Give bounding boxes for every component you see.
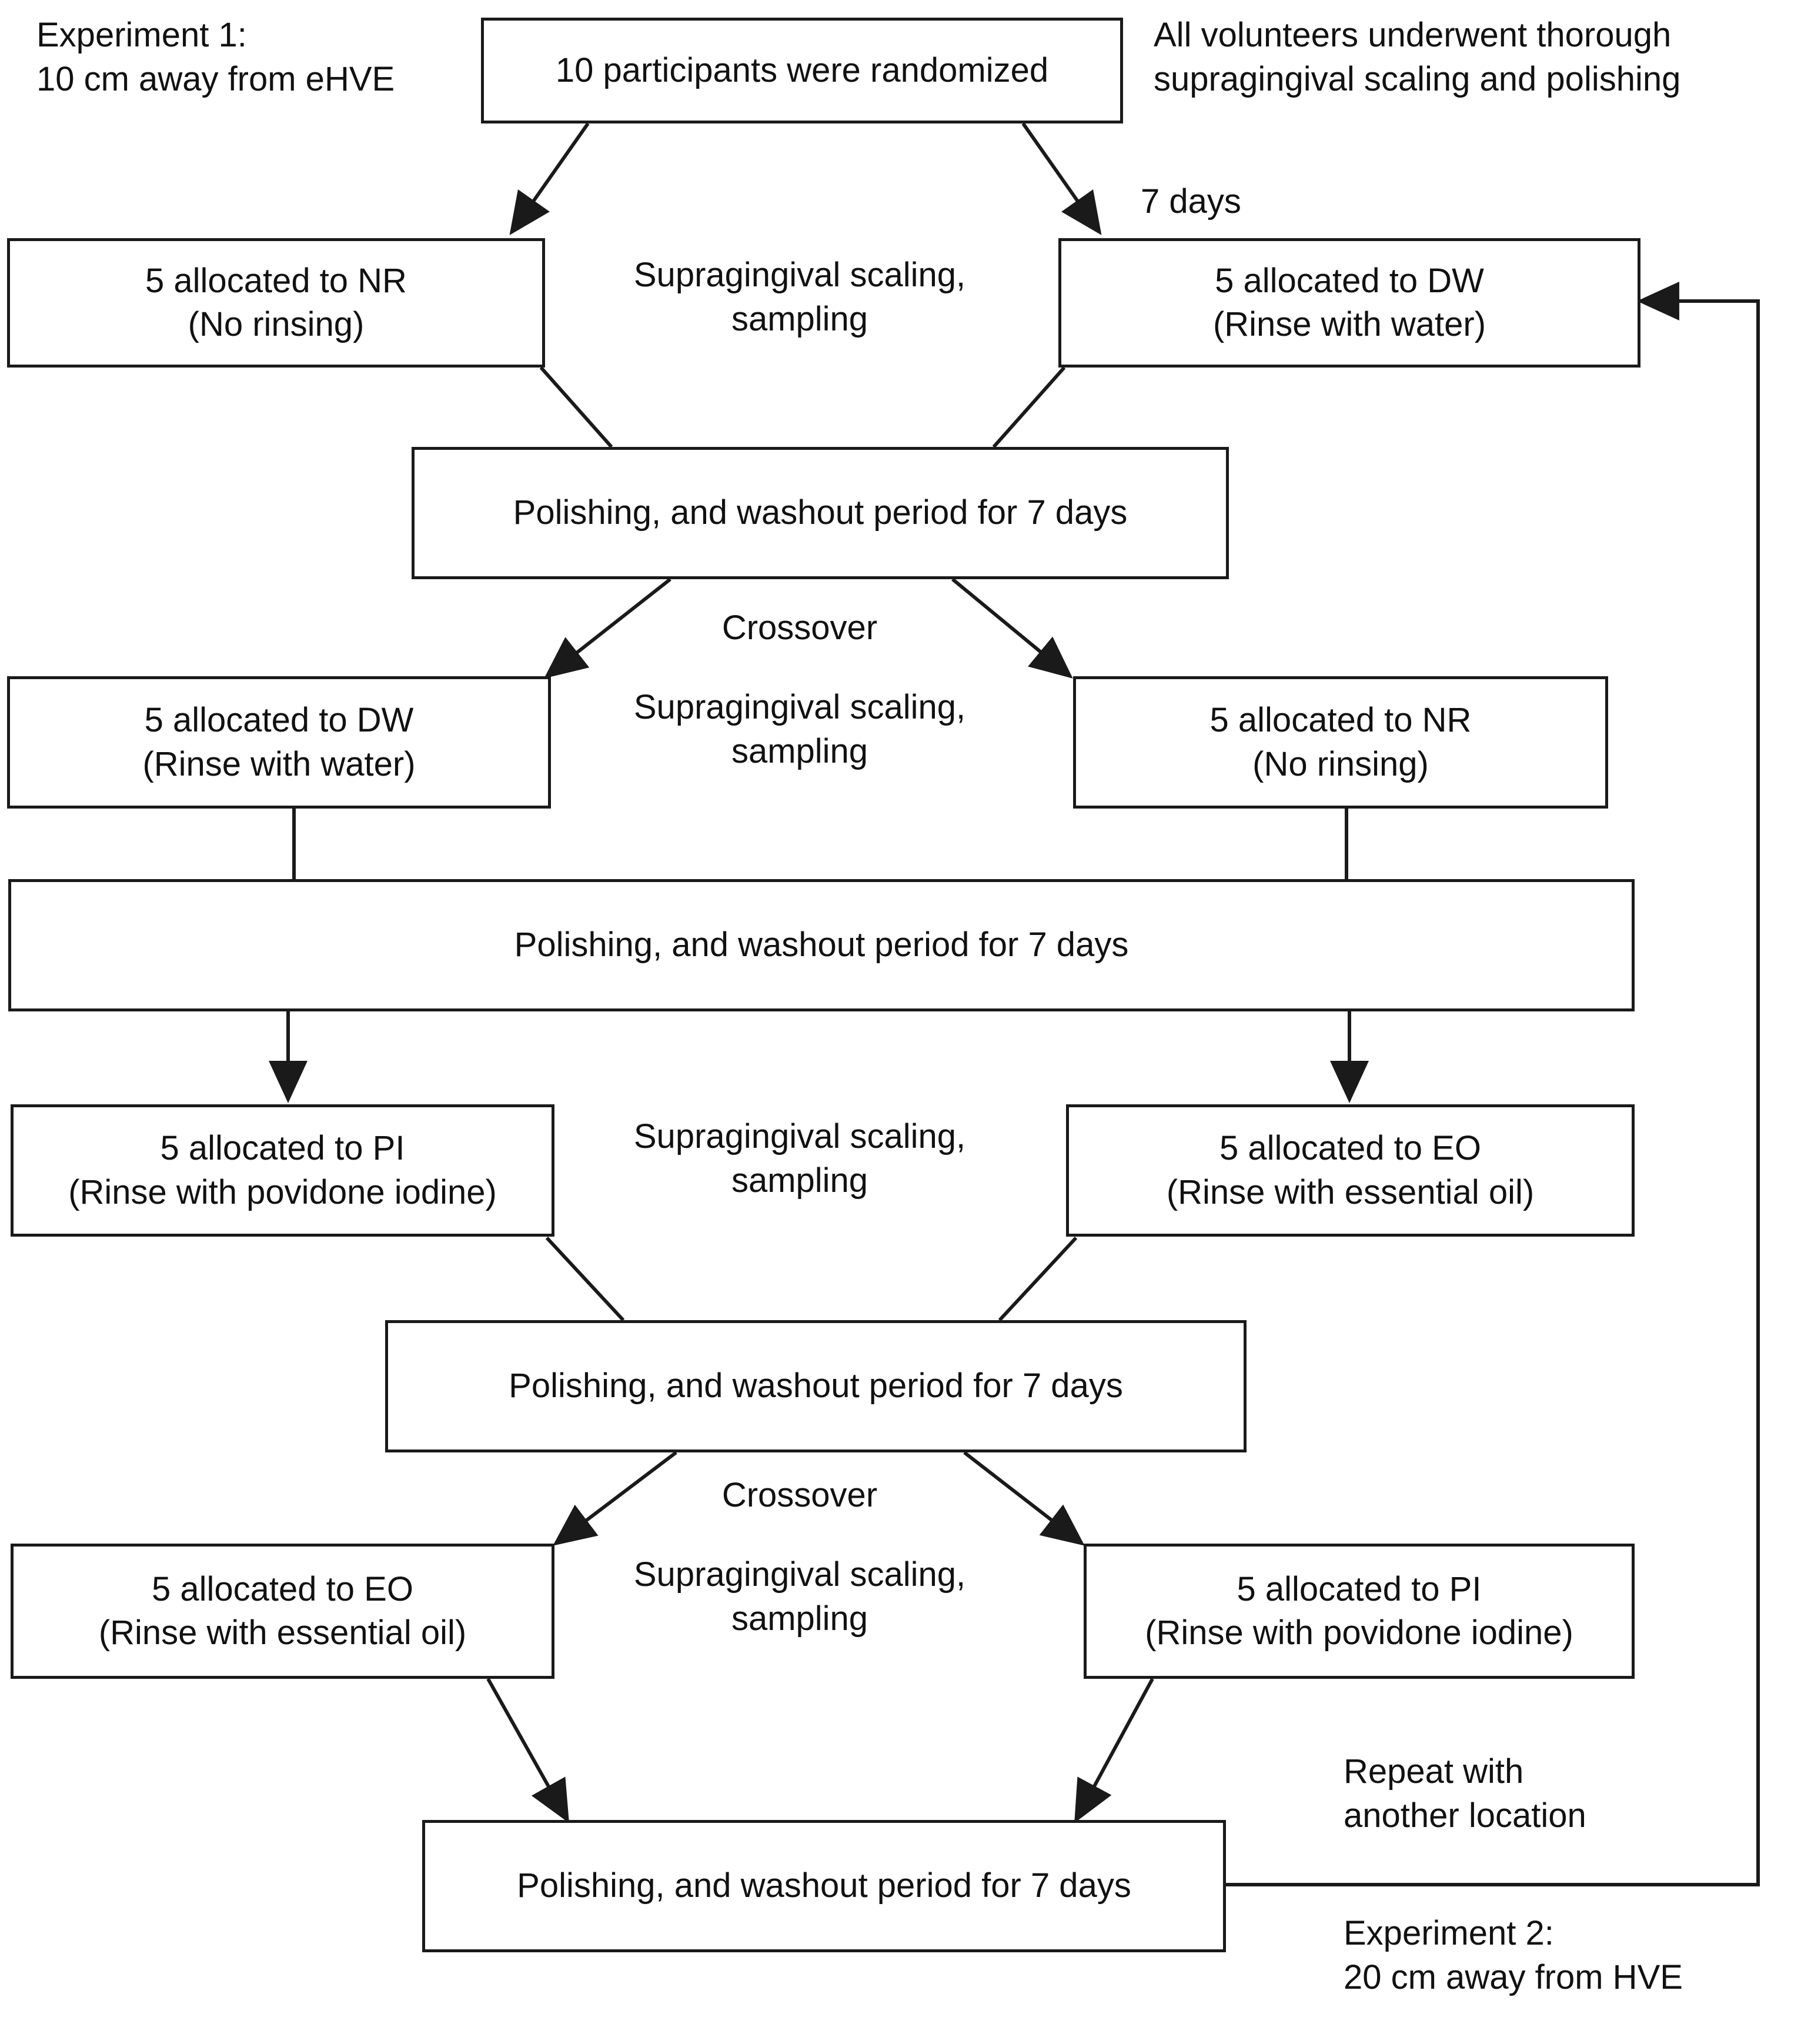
node-dw-top-line-2: (Rinse with water) (1212, 305, 1486, 343)
edge-eo-to-washout3 (998, 1236, 1078, 1322)
label-crossover-2: Crossover (721, 1476, 878, 1514)
label-repeat-note: Repeat with another location (1344, 1752, 1586, 1835)
edge-randomized-to-dw (1021, 122, 1102, 235)
node-washout-3-line-1: Polishing, and washout period for 7 days (509, 1367, 1123, 1405)
node-washout-1: Polishing, and washout period for 7 days (412, 447, 1229, 579)
node-dw-top-line-1: 5 allocated to DW (1215, 261, 1484, 300)
node-eo-bottom-line-2: (Rinse with essential oil) (98, 1614, 467, 1652)
node-pi-mid-line-2: (Rinse with povidone iodine) (68, 1173, 497, 1211)
node-washout-4: Polishing, and washout period for 7 days (422, 1820, 1226, 1952)
edge-pi-to-washout3 (545, 1236, 625, 1322)
node-nr-mid-line-1: 5 allocated to NR (1209, 701, 1472, 740)
edge-pibot-to-washout4 (1074, 1678, 1154, 1823)
node-randomized: 10 participants were randomized (481, 18, 1123, 123)
node-nr-mid: 5 allocated to NR (No rinsing) (1073, 676, 1608, 809)
node-eo-bottom-line-1: 5 allocated to EO (152, 1569, 413, 1608)
edge-nr-to-washout1 (539, 366, 613, 448)
node-nr-mid-line-2: (No rinsing) (1252, 744, 1429, 783)
node-nr-top: 5 allocated to NR (No rinsing) (7, 238, 545, 368)
node-washout-2-line-1: Polishing, and washout period for 7 days (514, 926, 1129, 964)
node-washout-2: Polishing, and washout period for 7 days (8, 879, 1635, 1011)
label-scaling-sampling-2: Supragingival scaling, sampling (633, 688, 966, 771)
node-eo-bottom: 5 allocated to EO (Rinse with essential … (11, 1544, 554, 1679)
edge-feedback-loop (1226, 282, 1760, 1886)
node-pi-bottom-line-2: (Rinse with povidone iodine) (1145, 1614, 1573, 1652)
edge-washout1-to-nrmid (951, 577, 1073, 679)
edge-washout3-to-pibot (963, 1451, 1085, 1546)
edge-randomized-to-nr (509, 122, 590, 235)
node-pi-mid: 5 allocated to PI (Rinse with povidone i… (11, 1104, 554, 1237)
node-washout-3: Polishing, and washout period for 7 days (385, 1320, 1247, 1452)
edge-washout3-to-eobot (553, 1451, 677, 1546)
node-randomized-line-1: 10 participants were randomized (555, 51, 1049, 89)
node-washout-4-line-1: Polishing, and washout period for 7 days (517, 1866, 1131, 1905)
node-pi-bottom-line-1: 5 allocated to PI (1237, 1569, 1482, 1608)
label-scaling-sampling-3: Supragingival scaling, sampling (633, 1117, 966, 1200)
node-pi-bottom: 5 allocated to PI (Rinse with povidone i… (1084, 1544, 1635, 1679)
edge-washout1-to-dwmid (544, 577, 671, 679)
node-pi-mid-line-1: 5 allocated to PI (160, 1129, 405, 1168)
node-washout-1-line-1: Polishing, and washout period for 7 days (513, 493, 1128, 532)
node-dw-mid: 5 allocated to DW (Rinse with water) (7, 676, 551, 809)
node-eo-mid-line-1: 5 allocated to EO (1219, 1129, 1481, 1168)
label-prep-note: All volunteers underwent thorough suprag… (1154, 16, 1681, 99)
label-scaling-sampling-4: Supragingival scaling, sampling (633, 1555, 966, 1638)
label-crossover-1: Crossover (721, 609, 878, 647)
label-experiment-2: Experiment 2: 20 cm away from HVE (1344, 1914, 1683, 1997)
label-experiment-1: Experiment 1: 10 cm away from eHVE (36, 16, 395, 99)
label-scaling-sampling-1: Supragingival scaling, sampling (633, 256, 966, 339)
node-dw-top: 5 allocated to DW (Rinse with water) (1058, 238, 1640, 368)
node-dw-mid-line-1: 5 allocated to DW (144, 701, 414, 740)
node-eo-mid: 5 allocated to EO (Rinse with essential … (1066, 1104, 1635, 1237)
node-nr-top-line-1: 5 allocated to NR (145, 261, 407, 300)
node-eo-mid-line-2: (Rinse with essential oil) (1166, 1173, 1535, 1211)
edge-eobot-to-washout4 (486, 1678, 569, 1823)
edge-dw-to-washout1 (992, 366, 1066, 448)
node-nr-top-line-2: (No rinsing) (188, 305, 365, 343)
label-seven-days: 7 days (1141, 182, 1241, 221)
node-dw-mid-line-2: (Rinse with water) (142, 744, 416, 783)
